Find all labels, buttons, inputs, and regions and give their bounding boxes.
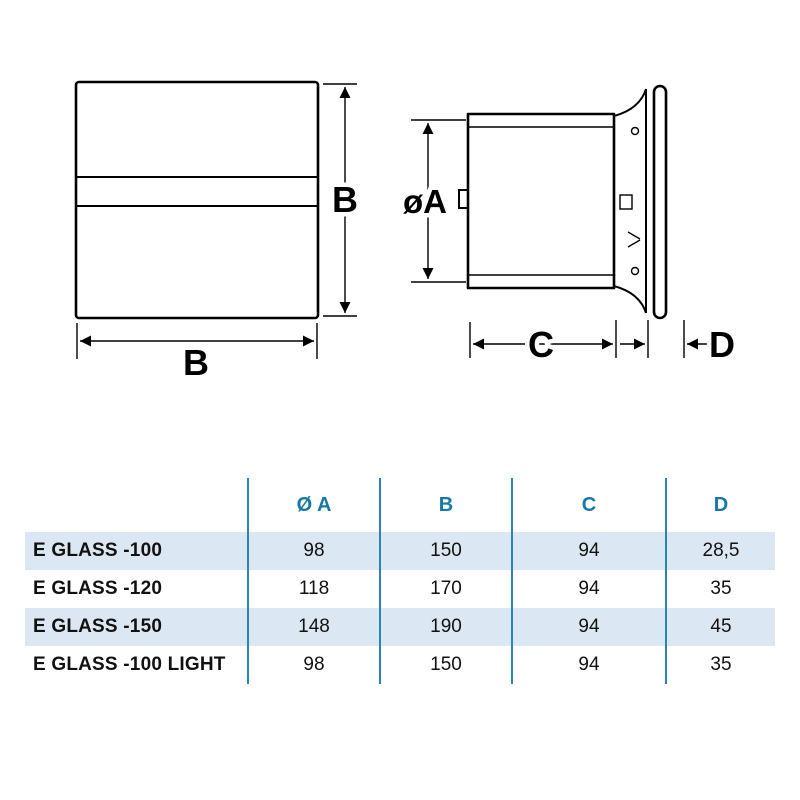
- front-panel-outline: [74, 80, 320, 320]
- value-cell-b: 150: [379, 646, 511, 684]
- value-cell-b: 190: [379, 608, 511, 646]
- value-cell-diameter: 118: [247, 570, 379, 608]
- glass-panel-profile: [652, 84, 668, 320]
- header-diameter: Ø A: [247, 478, 379, 532]
- value-cell-diameter: 98: [247, 532, 379, 570]
- value-cell-b: 150: [379, 532, 511, 570]
- dimension-front-height: B: [323, 83, 363, 317]
- fan-housing: [613, 88, 647, 314]
- value-cell-c: 94: [511, 570, 665, 608]
- spec-table: Ø A B C D E GLASS -100 98 150 94 28,5 E …: [25, 478, 775, 684]
- product-name-cell: E GLASS -100 LIGHT: [33, 654, 226, 675]
- value-cell-d: 35: [665, 570, 775, 608]
- table-row: E GLASS -100 LIGHT 98 150 94 35: [25, 646, 775, 684]
- table-row: E GLASS -100 98 150 94 28,5: [25, 532, 775, 570]
- value-cell-diameter: 98: [247, 646, 379, 684]
- value-cell-diameter: 148: [247, 608, 379, 646]
- header-c: C: [511, 478, 665, 532]
- front-width-label: B: [183, 342, 209, 383]
- table-header-row: Ø A B C D: [25, 478, 775, 532]
- body-depth-label: C: [528, 324, 554, 365]
- dimension-panel-depth: D: [620, 320, 740, 370]
- value-cell-b: 170: [379, 570, 511, 608]
- dimension-diameter: øA: [399, 119, 466, 283]
- table-row: E GLASS -120 118 170 94 35: [25, 570, 775, 608]
- side-view: øA C: [399, 84, 740, 370]
- value-cell-c: 94: [511, 608, 665, 646]
- value-cell-c: 94: [511, 646, 665, 684]
- value-cell-d: 35: [665, 646, 775, 684]
- value-cell-c: 94: [511, 532, 665, 570]
- value-cell-d: 28,5: [665, 532, 775, 570]
- product-name-cell: E GLASS -100: [33, 540, 163, 561]
- diameter-label: øA: [403, 183, 447, 220]
- duct-body-outline: [466, 112, 616, 290]
- dimension-drawing: B B øA: [74, 80, 740, 388]
- header-d: D: [665, 478, 775, 532]
- duct-mount-tab: [458, 189, 469, 209]
- front-height-label: B: [332, 179, 358, 220]
- product-name-cell: E GLASS -120: [33, 578, 163, 599]
- product-name-cell: E GLASS -150: [33, 616, 163, 637]
- header-b: B: [379, 478, 511, 532]
- dimension-front-width: B: [76, 323, 318, 388]
- panel-depth-label: D: [709, 324, 735, 365]
- front-view: B B: [74, 80, 363, 388]
- value-cell-d: 45: [665, 608, 775, 646]
- table-row: E GLASS -150 148 190 94 45: [25, 608, 775, 646]
- header-empty-cell: [25, 478, 247, 532]
- dimension-body-depth: C: [469, 320, 617, 370]
